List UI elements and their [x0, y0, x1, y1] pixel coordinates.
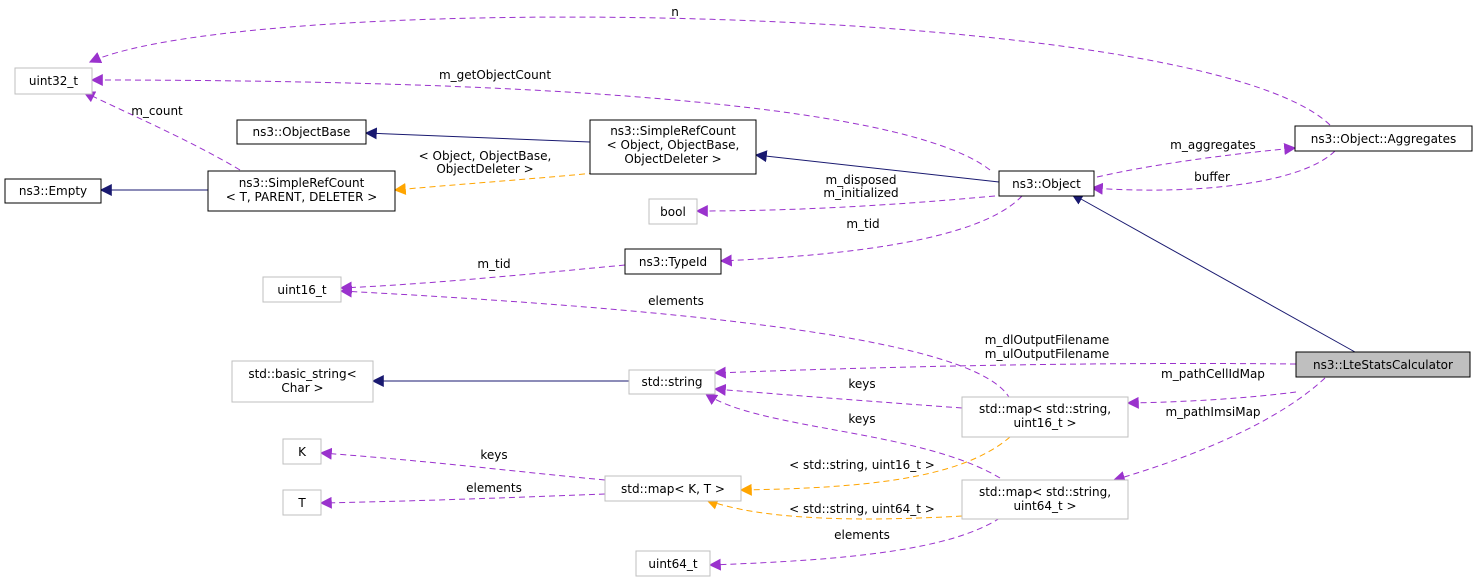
edge-label-keys-K: keys	[480, 448, 507, 462]
edge-object-bool	[695, 194, 1006, 217]
svg-text:K: K	[298, 445, 307, 459]
edge-map64-elements-uint64	[708, 517, 1001, 571]
svg-text:ns3::LteStatsCalculator: ns3::LteStatsCalculator	[1313, 358, 1453, 372]
edge-object-aggregates	[1096, 143, 1297, 178]
edge-label-path-cellid-map: m_pathCellIdMap	[1161, 367, 1265, 381]
svg-text:ns3::SimpleRefCount< Object, O: ns3::SimpleRefCount< Object, ObjectBase,…	[607, 124, 740, 166]
edge-lte-filenames-string	[713, 362, 1297, 379]
edge-label-m-tid-typeid: m_tid	[477, 257, 510, 271]
edge-ltestatscalculator-to-object	[1070, 193, 1356, 353]
edge-typeid-uint16	[339, 264, 626, 294]
edge-label-get-object-count: m_getObjectCount	[439, 68, 551, 82]
svg-text:ns3::Object::Aggregates: ns3::Object::Aggregates	[1311, 132, 1457, 146]
edge-label-elements-map16: elements	[648, 294, 704, 308]
svg-text:ns3::TypeId: ns3::TypeId	[639, 255, 707, 269]
edge-label-template-uint64: < std::string, uint64_t >	[789, 502, 935, 516]
edge-label-path-imsi-map: m_pathImsiMap	[1165, 405, 1260, 419]
edge-map64-keys-string	[705, 393, 1001, 479]
edge-mapKT-elements-T	[319, 493, 606, 509]
node-ltestatscalculator[interactable]: ns3::LteStatsCalculator	[1295, 351, 1471, 378]
node-map-string-uint16[interactable]: std::map< std::string,uint16_t >	[961, 396, 1129, 438]
svg-text:ns3::Object: ns3::Object	[1012, 177, 1081, 191]
svg-text:bool: bool	[660, 205, 686, 219]
edge-label-keys-map64: keys	[848, 412, 875, 426]
edge-template-map16	[739, 436, 1011, 496]
edge-simplerefcount-to-objectbase	[364, 127, 591, 143]
svg-text:std::map< K, T >: std::map< K, T >	[621, 482, 725, 496]
edge-label-template-uint16: < std::string, uint16_t >	[789, 458, 935, 472]
edge-lte-imsimap	[1112, 377, 1326, 483]
svg-text:uint16_t: uint16_t	[277, 283, 327, 297]
edge-label-template-object: < Object, ObjectBase,ObjectDeleter >	[419, 149, 552, 176]
node-simplerefcount-template[interactable]: ns3::SimpleRefCount< T, PARENT, DELETER …	[207, 170, 396, 212]
node-simplerefcount-object[interactable]: ns3::SimpleRefCount< Object, ObjectBase,…	[589, 119, 757, 175]
svg-text:ns3::ObjectBase: ns3::ObjectBase	[253, 125, 351, 139]
edge-label-m-aggregates: m_aggregates	[1170, 138, 1256, 152]
node-uint64-t[interactable]: uint64_t	[635, 550, 711, 577]
node-objectbase[interactable]: ns3::ObjectBase	[236, 119, 367, 145]
edge-object-typeid	[719, 195, 1023, 267]
node-std-string[interactable]: std::string	[628, 369, 716, 395]
node-map-K-T[interactable]: std::map< K, T >	[604, 475, 742, 502]
edge-label-keys-map16: keys	[848, 377, 875, 391]
svg-text:ns3::SimpleRefCount< T, PARENT: ns3::SimpleRefCount< T, PARENT, DELETER …	[226, 176, 378, 204]
node-uint32-t[interactable]: uint32_t	[14, 67, 93, 95]
node-typeid[interactable]: ns3::TypeId	[624, 248, 722, 275]
edge-label-n: n	[671, 5, 679, 19]
node-empty[interactable]: ns3::Empty	[4, 178, 102, 204]
edge-label-m-count: m_count	[131, 104, 183, 118]
edge-object-to-simplerefcount	[754, 150, 1000, 183]
svg-text:std::map< std::string,uint16_t: std::map< std::string,uint16_t >	[979, 402, 1111, 430]
edge-label-m-tid-object: m_tid	[846, 217, 879, 231]
node-bool[interactable]: bool	[648, 198, 698, 225]
svg-text:ns3::Empty: ns3::Empty	[19, 184, 87, 198]
edge-label-elements-uint64: elements	[834, 528, 890, 542]
edge-template-map64	[705, 498, 963, 520]
edge-label-buffer: buffer	[1194, 170, 1230, 184]
edge-lte-cellidmap	[1126, 391, 1297, 409]
svg-text:std::string: std::string	[641, 375, 702, 389]
svg-text:uint64_t: uint64_t	[648, 557, 698, 571]
edge-map16-keys-string	[713, 383, 963, 409]
edge-simplerefcount-count-uint32	[82, 91, 241, 171]
node-object-aggregates[interactable]: ns3::Object::Aggregates	[1294, 125, 1473, 152]
node-basic-string[interactable]: std::basic_string<Char >	[231, 360, 374, 403]
edge-mapKT-keys-K	[319, 447, 606, 481]
svg-text:std::basic_string<Char >: std::basic_string<Char >	[248, 367, 356, 395]
svg-text:T: T	[297, 496, 306, 510]
node-map-string-uint64[interactable]: std::map< std::string,uint64_t >	[961, 479, 1129, 520]
node-T[interactable]: T	[282, 489, 322, 516]
node-uint16-t[interactable]: uint16_t	[262, 276, 342, 303]
edge-object-getobjectcount-uint32	[90, 74, 991, 171]
svg-text:std::map< std::string,uint64_t: std::map< std::string,uint64_t >	[979, 485, 1111, 513]
svg-text:uint32_t: uint32_t	[29, 74, 79, 88]
edge-aggregates-n-uint32	[88, 16, 1331, 126]
edge-label-elements-T: elements	[466, 481, 522, 495]
node-object[interactable]: ns3::Object	[998, 170, 1095, 197]
node-K[interactable]: K	[282, 438, 322, 465]
edge-aggregates-buffer-object	[1090, 150, 1336, 195]
